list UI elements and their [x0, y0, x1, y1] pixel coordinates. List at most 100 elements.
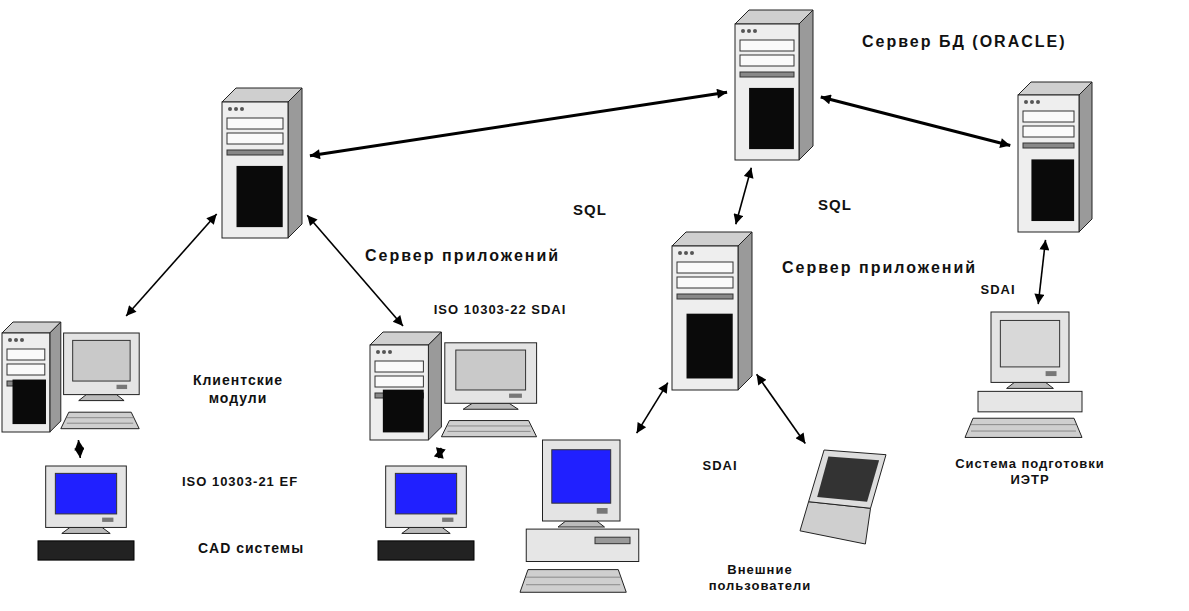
- user-laptop-icon: [800, 450, 886, 544]
- node-label: Система подготовки ИЭТР: [955, 456, 1105, 489]
- monitor-screen: [456, 350, 526, 390]
- cad-monitor: [378, 466, 474, 562]
- tower-panel: [687, 314, 733, 379]
- keyboard: [965, 418, 1082, 437]
- connector-label: SQL: [815, 196, 855, 214]
- monitor-case: [64, 333, 140, 395]
- tower-led: [388, 350, 392, 354]
- connector-arrow: [637, 383, 668, 434]
- drive-bay: [7, 349, 45, 360]
- tower-front: [1018, 95, 1079, 232]
- monitor-stand: [463, 403, 518, 409]
- monitor-knob: [442, 518, 453, 522]
- tower-led: [376, 350, 380, 354]
- tower-led: [678, 251, 682, 255]
- connector-arrow: [736, 168, 752, 225]
- server-icon: [1018, 82, 1092, 232]
- keyboard: [61, 412, 139, 429]
- drive-bay: [227, 118, 283, 129]
- cad-monitor-icon: [38, 466, 134, 562]
- tower-side: [428, 332, 441, 440]
- keyboard-body: [520, 570, 626, 593]
- system-unit: [38, 541, 134, 560]
- tower-led: [234, 107, 238, 111]
- server-tower: [370, 332, 441, 440]
- ietr-workstation: Система подготовки ИЭТР: [965, 312, 1095, 440]
- laptop-base: [800, 502, 871, 544]
- monitor-screen: [1000, 320, 1059, 366]
- application-server-icon: [222, 88, 302, 238]
- drive-bay: [1023, 111, 1074, 122]
- tower-side: [288, 88, 302, 238]
- system-unit: [526, 529, 639, 561]
- drive-bay: [227, 133, 283, 144]
- keyboard-row: [67, 417, 133, 418]
- database-server-icon: [735, 10, 813, 160]
- connector-arrow: [310, 92, 727, 156]
- tower-led: [240, 107, 244, 111]
- connector-arrow: [439, 448, 441, 458]
- drive-slot: [740, 72, 794, 77]
- drive-bay: [740, 40, 794, 51]
- monitor: [386, 466, 467, 533]
- laptop-lid: [809, 450, 886, 508]
- monitor-stand: [402, 527, 450, 533]
- connector-arrow: [821, 97, 1011, 146]
- keyboard-row: [971, 424, 1076, 425]
- keyboard-row: [971, 431, 1076, 432]
- client-computer-icon: [2, 322, 142, 432]
- monitor-screen: [73, 340, 130, 381]
- drive-bay: [1023, 126, 1074, 137]
- monitor-screen: [55, 473, 116, 514]
- node-label: Сервер БД (ORACLE): [862, 32, 1067, 52]
- client-computer: Клиентские модули: [2, 322, 142, 432]
- keyboard: [441, 421, 536, 437]
- monitor-case: [991, 312, 1069, 382]
- monitor-stand: [62, 527, 110, 533]
- tower-side: [1079, 82, 1092, 232]
- connector-arrow: [1038, 240, 1045, 304]
- monitor-screen: [552, 450, 611, 503]
- tower-panel: [13, 380, 46, 425]
- node-label: Сервер приложений: [782, 258, 977, 278]
- connector-label: ISO 10303-22 SDAI: [431, 302, 570, 318]
- keyboard-row: [526, 577, 620, 578]
- server-tower: [1018, 82, 1092, 232]
- monitor-knob: [102, 518, 113, 522]
- drive-bay: [740, 55, 794, 66]
- monitor: [64, 333, 140, 401]
- cad-monitor-icon: [378, 466, 474, 562]
- connector-arrow: [126, 214, 217, 316]
- monitor-stand: [558, 521, 605, 527]
- connector-label: ISO 10303-21 EF: [179, 474, 301, 490]
- connector-label: SDAI: [977, 282, 1018, 298]
- monitor: [445, 343, 537, 409]
- node-label: Клиентские модули: [168, 372, 308, 407]
- keyboard: [520, 570, 626, 593]
- monitor-case: [543, 440, 621, 521]
- tower-front: [2, 333, 50, 432]
- tower-panel: [237, 166, 283, 227]
- tower-side: [50, 322, 61, 432]
- connector-label: SQL: [570, 201, 610, 219]
- tower-panel: [749, 88, 794, 149]
- tower-front: [222, 102, 288, 238]
- monitor-case: [386, 466, 467, 527]
- tower-front: [735, 24, 799, 160]
- node-label: Внешние пользователи: [690, 562, 830, 595]
- tower-led: [1024, 100, 1028, 104]
- server-tower: [735, 10, 813, 160]
- keyboard-body: [441, 421, 536, 437]
- server-tower: [222, 88, 302, 238]
- node-label: Сервер приложений: [365, 246, 560, 266]
- monitor-stand: [79, 395, 124, 401]
- tower-led: [14, 338, 18, 342]
- tower-led: [741, 29, 745, 33]
- connector-arrow: [78, 440, 80, 458]
- keyboard-body: [965, 418, 1082, 437]
- tower-led: [228, 107, 232, 111]
- tower-led: [1030, 100, 1034, 104]
- keyboard-row: [447, 425, 530, 426]
- tower-panel: [383, 390, 424, 433]
- keyboard-body: [61, 412, 139, 429]
